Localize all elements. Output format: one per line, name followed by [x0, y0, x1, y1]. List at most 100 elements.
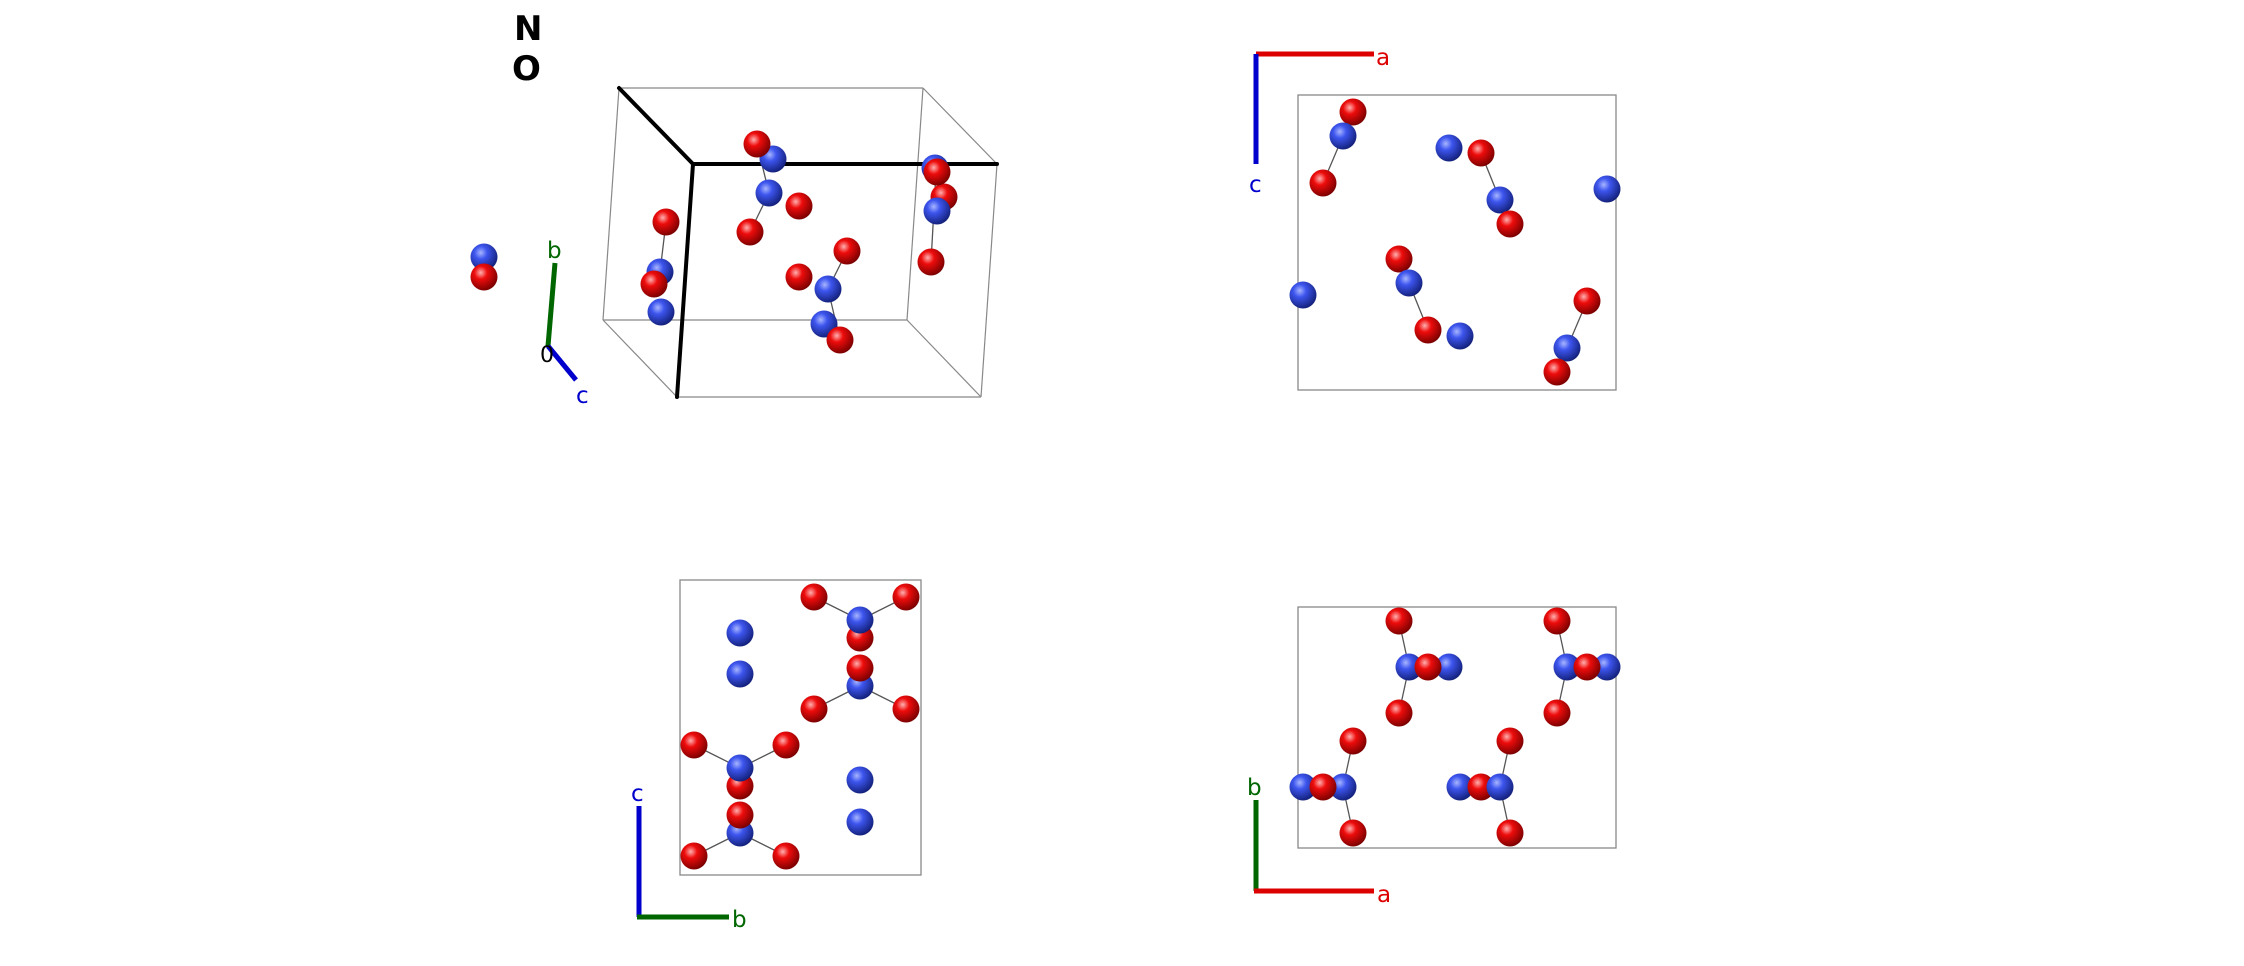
oxygen-atom — [1339, 727, 1367, 755]
oxygen-atom — [800, 583, 828, 611]
legend-oxygen: O — [512, 49, 541, 89]
oxygen-atom — [800, 695, 828, 723]
nitrogen-atom — [1289, 281, 1317, 309]
atoms — [1289, 607, 1621, 847]
nitrogen-atom — [726, 619, 754, 647]
bonds — [693, 596, 907, 857]
a-axis-label: a — [1376, 45, 1390, 71]
nitrogen-atom — [1553, 653, 1581, 681]
atoms — [1289, 98, 1621, 386]
oxygen-atom — [1467, 773, 1495, 801]
oxygen-atom — [1309, 169, 1337, 197]
oxygen-atom — [846, 654, 874, 682]
nitrogen-atom — [1446, 773, 1474, 801]
atoms — [680, 583, 920, 870]
oxygen-atom — [1543, 358, 1571, 386]
nitrogen-atom — [1553, 334, 1581, 362]
oxygen-atom — [1496, 727, 1524, 755]
oxygen-atom — [1339, 98, 1367, 126]
unit-cell-outline — [1297, 94, 1617, 391]
view-bc: c b — [631, 579, 922, 933]
nitrogen-atom — [1395, 653, 1423, 681]
oxygen-atom — [826, 326, 854, 354]
nitrogen-atom — [1486, 186, 1514, 214]
nitrogen-atom — [1395, 269, 1423, 297]
oxygen-atom — [1385, 607, 1413, 635]
nitrogen-atom — [1435, 134, 1463, 162]
c-axis-line — [546, 344, 578, 382]
oxygen-atom — [1385, 245, 1413, 273]
oxygen-atom — [1543, 607, 1571, 635]
nitrogen-atom — [755, 179, 783, 207]
unit-cell-outline — [679, 579, 922, 876]
c-axis-label: c — [631, 781, 644, 807]
oxygen-atom — [892, 583, 920, 611]
unit-cell-front-edges — [617, 86, 999, 399]
oxygen-atom — [1309, 773, 1337, 801]
view-perspective: b c 0 — [470, 86, 999, 409]
oxygen-atom — [785, 263, 813, 291]
nitrogen-atom — [1289, 773, 1317, 801]
oxygen-atom — [736, 218, 764, 246]
oxygen-atom — [917, 248, 945, 276]
b-axis-label: b — [1247, 775, 1262, 801]
oxygen-atom — [1543, 699, 1571, 727]
nitrogen-atom — [846, 606, 874, 634]
b-axis-label: b — [547, 238, 562, 264]
b-axis-line — [545, 262, 558, 347]
nitrogen-atom — [726, 660, 754, 688]
oxygen-atom — [772, 731, 800, 759]
nitrogen-atom — [647, 298, 675, 326]
oxygen-atom — [1414, 653, 1442, 681]
oxygen-atom — [680, 842, 708, 870]
nitrogen-atom — [814, 275, 842, 303]
oxygen-atom — [640, 270, 668, 298]
atoms — [470, 130, 958, 354]
oxygen-atom — [1573, 653, 1601, 681]
b-axis-label: b — [732, 907, 747, 933]
nitrogen-atom — [1435, 653, 1463, 681]
oxygen-atom — [923, 158, 951, 186]
oxygen-atom — [726, 801, 754, 829]
nitrogen-atom — [1486, 773, 1514, 801]
oxygen-atom — [1414, 316, 1442, 344]
bonds — [1323, 620, 1587, 834]
view-ab: b a — [1247, 606, 1621, 908]
a-axis-label: a — [1377, 882, 1391, 908]
oxygen-atom — [652, 208, 680, 236]
axis-triad-ac: a c — [1249, 45, 1390, 198]
oxygen-atom — [1496, 210, 1524, 238]
view-ac: a c — [1249, 45, 1621, 391]
nitrogen-atom — [1329, 773, 1357, 801]
axis-triad-ab: b a — [1247, 775, 1391, 908]
oxygen-atom — [1467, 139, 1495, 167]
nitrogen-atom — [1329, 122, 1357, 150]
oxygen-atom — [892, 695, 920, 723]
nitrogen-atom — [1593, 175, 1621, 203]
oxygen-atom — [470, 263, 498, 291]
axis-triad-bc: c b — [631, 781, 747, 933]
oxygen-atom — [1385, 699, 1413, 727]
origin-label: 0 — [540, 343, 554, 368]
oxygen-atom — [1496, 819, 1524, 847]
oxygen-atom — [785, 192, 813, 220]
oxygen-atom — [680, 731, 708, 759]
nitrogen-atom — [470, 243, 498, 271]
oxygen-atom — [1339, 819, 1367, 847]
oxygen-atom — [833, 237, 861, 265]
nitrogen-atom — [1446, 322, 1474, 350]
nitrogen-atom — [846, 766, 874, 794]
nitrogen-atom — [1593, 653, 1621, 681]
bonds — [659, 143, 937, 341]
nitrogen-atom — [923, 197, 951, 225]
c-axis-label: c — [1249, 172, 1262, 198]
legend-nitrogen: N — [514, 9, 543, 49]
c-axis-label: c — [576, 383, 589, 409]
axis-triad-perspective: b c 0 — [540, 238, 589, 409]
oxygen-atom — [1573, 287, 1601, 315]
unit-cell-outline — [1297, 606, 1617, 849]
nitrogen-atom — [846, 808, 874, 836]
oxygen-atom — [772, 842, 800, 870]
nitrogen-atom — [726, 754, 754, 782]
